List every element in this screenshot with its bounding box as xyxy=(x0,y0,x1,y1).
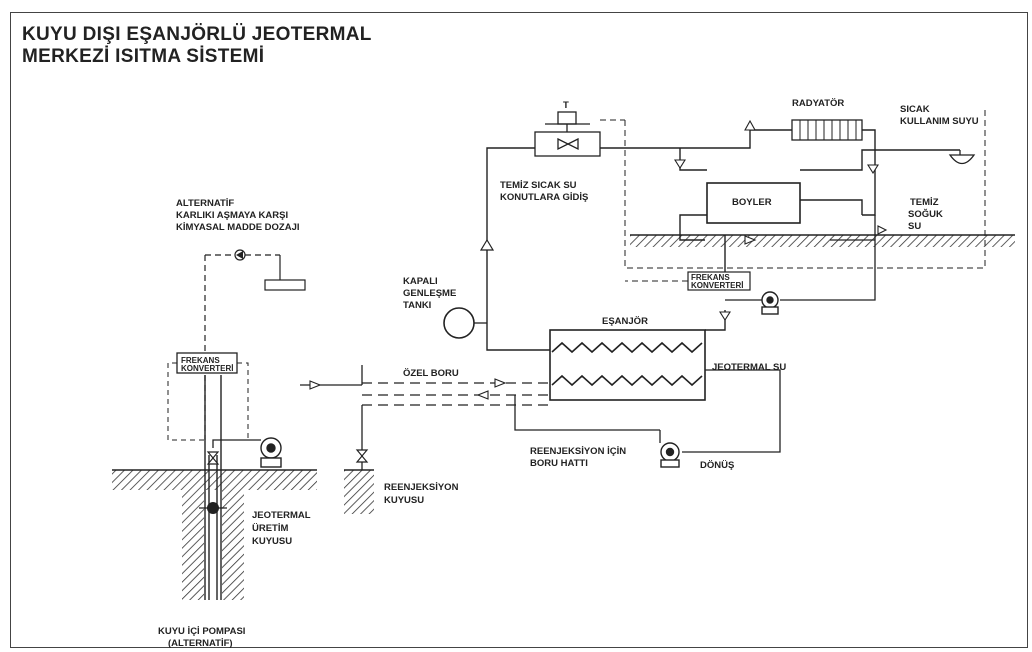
wellhead-valve-icon xyxy=(206,451,220,465)
reinjection-well-hatch xyxy=(344,470,374,514)
label-freq-right-1: FREKANS xyxy=(691,273,730,282)
label-reinjection-line-1: REENJEKSİYON İÇİN xyxy=(530,446,627,457)
label-tank-1: KAPALI xyxy=(403,276,438,287)
label-tank-2: GENLEŞME xyxy=(403,288,457,299)
label-return: DÖNÜŞ xyxy=(700,460,735,471)
diagram-title-line-2: MERKEZİ ISITMA SİSTEMİ xyxy=(22,46,265,67)
label-tank-3: TANKI xyxy=(403,300,432,311)
special-pipe-section xyxy=(362,382,550,406)
well-wall-left xyxy=(182,490,204,600)
production-well xyxy=(204,375,222,600)
boiler xyxy=(706,182,801,224)
label-well-3: KUYUSU xyxy=(252,536,293,547)
label-reinjection-well-1: REENJEKSİYON xyxy=(384,482,459,493)
reinjection-return-line xyxy=(514,369,781,453)
three-way-valve-icon xyxy=(534,111,601,157)
label-valve-t: T xyxy=(563,100,569,111)
label-well-1: JEOTERMAL xyxy=(252,510,311,521)
label-reinjection-line-2: BORU HATTI xyxy=(530,458,588,469)
expansion-tank xyxy=(443,307,475,339)
label-cold-3: SU xyxy=(908,221,922,232)
reinjection-valve-icon xyxy=(355,449,369,463)
ground-hatch-right xyxy=(630,235,1015,247)
label-pump-1: KUYU İÇİ POMPASI xyxy=(158,626,246,637)
label-geothermal-water: JEOTERMAL SU xyxy=(712,362,787,373)
diagram-title-line-1: KUYU DIŞI EŞANJÖRLÜ JEOTERMAL xyxy=(22,24,372,45)
label-freq-left-2: KONVERTERİ xyxy=(181,364,234,373)
label-alternative-3: KİMYASAL MADDE DOZAJI xyxy=(176,222,300,233)
label-cold-2: SOĞUK xyxy=(908,209,943,220)
cold-water-inlet xyxy=(780,215,876,301)
well-wall-right xyxy=(222,490,244,600)
production-line xyxy=(300,365,363,386)
production-pump-icon xyxy=(260,437,282,468)
label-freq-right-2: KONVERTERİ xyxy=(691,281,744,290)
tap-basin-icon xyxy=(948,154,976,165)
label-reinjection-well-2: KUYUSU xyxy=(384,495,425,506)
heat-exchanger xyxy=(549,329,706,401)
label-clean-hot-2: KONUTLARA GİDİŞ xyxy=(500,192,589,203)
converter-right-wiring xyxy=(624,110,986,282)
dosing-pump-icon xyxy=(234,249,246,261)
label-boiler: BOYLER xyxy=(732,197,772,208)
label-hot-use-2: KULLANIM SUYU xyxy=(900,116,979,127)
label-hot-use-1: SICAK xyxy=(900,104,930,115)
label-exchanger: EŞANJÖR xyxy=(602,316,648,327)
label-alternative-2: KARLIKI AŞMAYA KARŞI xyxy=(176,210,289,221)
label-radiator: RADYATÖR xyxy=(792,98,845,109)
cold-water-valve-icon xyxy=(877,225,888,235)
converter-left-wiring xyxy=(167,362,261,441)
return-pump-icon xyxy=(660,442,680,468)
flow-arrow-production xyxy=(309,380,322,390)
label-well-2: ÜRETİM xyxy=(252,523,289,534)
label-alternative: ALTERNATİF xyxy=(176,198,235,209)
dosing-tank xyxy=(264,279,306,291)
radiator xyxy=(791,119,863,141)
label-freq-left-1: FREKANS xyxy=(181,356,220,365)
circulation-pump-icon xyxy=(761,291,779,315)
label-special-pipe: ÖZEL BORU xyxy=(403,368,459,379)
label-clean-hot-1: TEMİZ SICAK SU xyxy=(500,180,577,191)
flow-arrow-supply xyxy=(479,238,495,251)
diagram-frame xyxy=(10,12,1028,648)
dosing-line xyxy=(204,254,280,440)
label-pump-2: (ALTERNATİF) xyxy=(168,638,233,649)
ground-hatch-left xyxy=(112,470,317,490)
label-cold-1: TEMİZ xyxy=(910,197,939,208)
